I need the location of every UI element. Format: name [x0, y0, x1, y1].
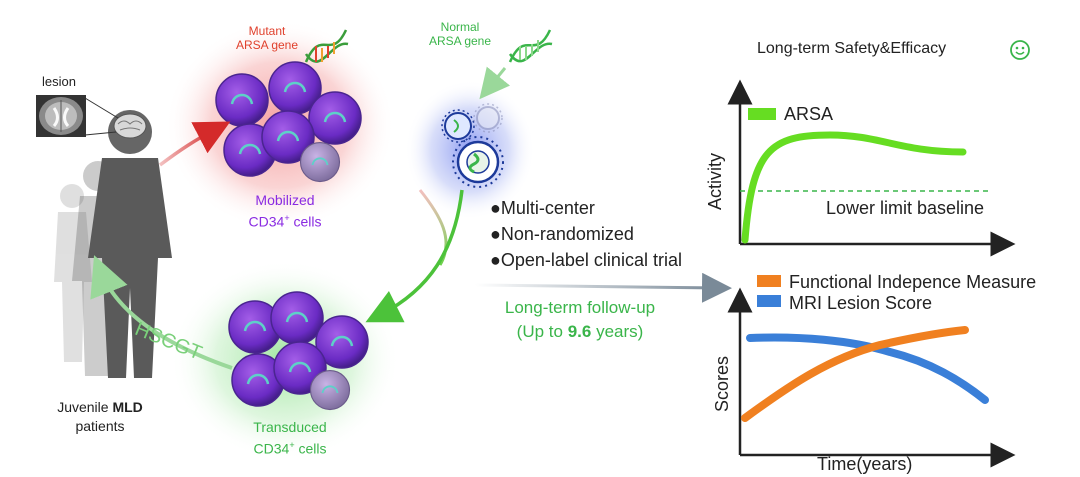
mobilized-cd34-sup: +: [284, 213, 290, 223]
patients-mld: MLD: [112, 399, 143, 415]
mri-legend-label: MRI Lesion Score: [789, 293, 933, 313]
outcome-title: Long-term Safety&Efficacy: [757, 40, 947, 57]
scores-y-label: Scores: [712, 355, 732, 412]
normal-gene-line1: Normal: [440, 20, 480, 34]
gene-insertion-arrow: [479, 66, 511, 100]
brain-icon: [113, 113, 147, 139]
smiley-icon: [1010, 40, 1030, 60]
mobilized-line2: CD34+ cells: [220, 209, 350, 231]
transduced-cd34: CD34: [253, 440, 290, 457]
lentiviral-vector-icon: [441, 103, 504, 188]
bullet-dot-icon: ●: [490, 224, 501, 244]
followup-line1: Long-term follow-up: [504, 298, 656, 317]
activity-chart: [727, 79, 1016, 257]
patients-line2: patients: [75, 418, 125, 434]
mri-series-line: [746, 333, 989, 404]
followup-arrow: [474, 272, 732, 303]
mutant-dna-icon: [304, 29, 349, 63]
arsa-series-line: [741, 131, 967, 244]
bullet-dot-icon: ●: [490, 198, 501, 218]
transduced-cells-label: Transduced CD34+ cells: [225, 418, 355, 458]
scores-x-label: Time(years): [817, 454, 913, 474]
trial-bullets: ●Multi-center ●Non-randomized ●Open-labe…: [490, 198, 682, 276]
mobilized-cd34: CD34: [248, 213, 285, 230]
transduced-cells-word: cells: [294, 440, 327, 457]
mobilized-cells-label: Mobilized CD34+ cells: [220, 191, 350, 231]
mobilized-cells-cluster: [214, 60, 363, 183]
bullet-text: Open-label clinical trial: [500, 250, 682, 270]
infusion-arrow: [90, 255, 233, 370]
fim-legend-swatch: [757, 275, 781, 287]
bullet-item: ●Multi-center: [490, 198, 682, 224]
followup-suffix: years): [591, 322, 644, 341]
normal-gene-label: Normal ARSA gene: [410, 20, 510, 48]
transduction-arrow: [365, 189, 464, 323]
scores-chart: [727, 275, 1016, 468]
fim-series-line: [741, 326, 969, 422]
transduced-line2: CD34+ cells: [225, 436, 355, 458]
bullet-dot-icon: ●: [490, 250, 501, 270]
mutant-gene-line2: ARSA gene: [235, 38, 299, 52]
mri-scan-image: [36, 95, 86, 137]
arsa-legend-swatch: [748, 108, 776, 120]
bullet-item: ●Non-randomized: [490, 224, 682, 250]
patients-line1: Juvenile MLD: [40, 398, 160, 417]
activity-y-label: Activity: [705, 152, 725, 210]
followup-prefix: (Up to: [516, 322, 568, 341]
mobilized-line1: Mobilized: [255, 192, 315, 208]
baseline-annotation: Lower limit baseline: [826, 198, 985, 218]
patients-label: Juvenile MLD patients: [40, 398, 160, 436]
normal-gene-line2: ARSA gene: [428, 34, 492, 48]
followup-years: 9.6: [567, 322, 592, 341]
mutant-gene-label: Mutant ARSA gene: [222, 24, 312, 52]
lesion-label: lesion: [42, 74, 76, 89]
patients-prefix: Juvenile: [57, 399, 113, 415]
mutant-gene-line1: Mutant: [248, 24, 286, 38]
followup-line2: (Up to 9.6 years): [470, 320, 690, 344]
arsa-legend-label: ARSA: [784, 104, 834, 124]
transduced-line1: Transduced: [253, 419, 327, 435]
bullet-text: Non-randomized: [500, 224, 634, 244]
transduced-cd34-sup: +: [289, 440, 295, 450]
bullet-text: Multi-center: [500, 198, 595, 218]
fim-legend-label: Functional Indepence Measure: [789, 272, 1037, 292]
mri-legend-swatch: [757, 295, 781, 307]
mobilization-arrow: [158, 121, 231, 167]
transduced-cells-cluster: [227, 290, 370, 411]
bullet-item: ●Open-label clinical trial: [490, 250, 682, 276]
normal-dna-icon: [508, 29, 553, 63]
followup-label: Long-term follow-up (Up to 9.6 years): [470, 296, 690, 344]
mobilized-cells-word: cells: [289, 213, 322, 230]
